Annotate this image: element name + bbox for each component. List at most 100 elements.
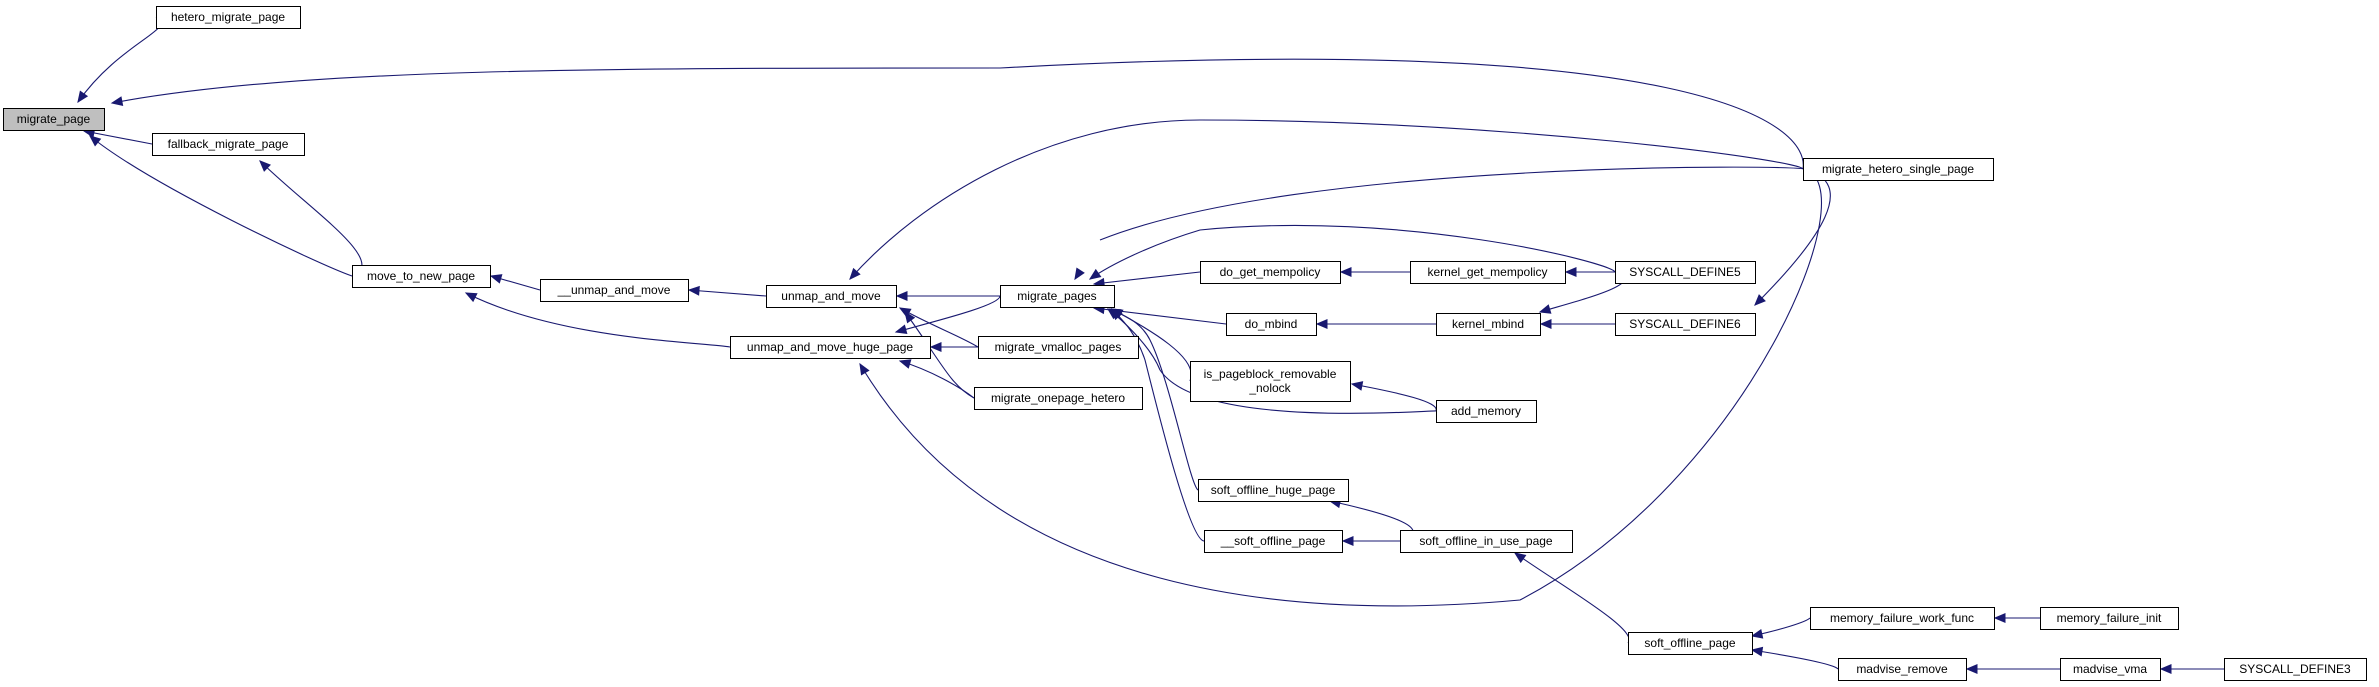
function-node[interactable]: memory_failure_init xyxy=(2040,607,2179,630)
function-node[interactable]: do_mbind xyxy=(1226,313,1317,336)
call-edge xyxy=(89,135,353,277)
arrowhead-icon xyxy=(859,362,870,376)
arrowhead-icon xyxy=(687,285,700,296)
function-node-label: do_get_mempolicy xyxy=(1220,265,1321,279)
function-node-label: SYSCALL_DEFINE3 xyxy=(2239,662,2351,676)
function-node[interactable]: hetero_migrate_page xyxy=(156,6,301,29)
function-node[interactable]: soft_offline_page xyxy=(1628,632,1753,655)
function-node[interactable]: madvise_vma xyxy=(2060,658,2161,681)
function-node-label: soft_offline_huge_page xyxy=(1211,483,1336,497)
function-node-box xyxy=(2224,658,2367,681)
arrowhead-icon xyxy=(1539,319,1552,329)
function-node-box xyxy=(1410,261,1566,284)
arrowhead-icon xyxy=(895,291,908,301)
function-node-label: _nolock xyxy=(1248,381,1291,395)
call-edge xyxy=(77,16,163,103)
function-node-box xyxy=(1204,530,1343,553)
call-edge xyxy=(465,292,731,348)
function-node-box xyxy=(1190,361,1351,402)
function-node-label: __soft_offline_page xyxy=(1220,534,1326,548)
function-node[interactable]: migrate_hetero_single_page xyxy=(1803,158,1994,181)
function-node-box xyxy=(1838,658,1967,681)
function-node-box xyxy=(352,265,491,288)
arrowhead-icon xyxy=(904,310,916,324)
function-node-label: SYSCALL_DEFINE6 xyxy=(1629,317,1741,331)
call-edges xyxy=(77,16,2224,674)
function-node[interactable]: move_to_new_page xyxy=(352,265,491,288)
function-node[interactable]: unmap_and_move_huge_page xyxy=(730,336,931,359)
arrowhead-icon xyxy=(464,292,478,303)
function-node[interactable]: unmap_and_move xyxy=(766,285,897,308)
function-node-box xyxy=(3,108,105,131)
arrowhead-icon xyxy=(259,160,271,172)
function-node[interactable]: migrate_onepage_hetero xyxy=(974,387,1143,410)
function-node-box xyxy=(978,336,1139,359)
function-node-label: migrate_pages xyxy=(1017,289,1096,303)
function-node[interactable]: do_get_mempolicy xyxy=(1200,261,1341,284)
function-node-box xyxy=(540,279,689,302)
function-node[interactable]: migrate_vmalloc_pages xyxy=(978,336,1139,359)
function-node[interactable]: memory_failure_work_func xyxy=(1810,607,1995,630)
function-node-box xyxy=(1628,632,1753,655)
function-node[interactable]: kernel_get_mempolicy xyxy=(1410,261,1566,284)
function-node-box xyxy=(730,336,931,359)
arrowhead-icon xyxy=(1754,294,1766,306)
call-edge xyxy=(1111,308,1205,542)
call-edge xyxy=(1351,383,1437,412)
arrowhead-icon xyxy=(1993,613,2006,623)
function-node[interactable]: add_memory xyxy=(1436,400,1537,423)
function-node[interactable]: __unmap_and_move xyxy=(540,279,689,302)
arrowhead-icon xyxy=(1513,552,1527,564)
arrowhead-icon xyxy=(894,324,908,335)
call-edge xyxy=(83,130,153,145)
function-node[interactable]: is_pageblock_removable_nolock xyxy=(1190,361,1351,402)
function-node-label: SYSCALL_DEFINE5 xyxy=(1629,265,1741,279)
arrowhead-icon xyxy=(2159,664,2172,674)
function-node-label: memory_failure_work_func xyxy=(1830,611,1974,625)
call-edge xyxy=(1514,552,1630,644)
arrowhead-icon xyxy=(1341,536,1354,546)
function-node-label: migrate_vmalloc_pages xyxy=(995,340,1122,354)
call-edge xyxy=(899,360,975,399)
call-edge xyxy=(859,168,1823,607)
function-node[interactable]: migrate_pages xyxy=(1000,285,1115,308)
function-node-label: do_mbind xyxy=(1245,317,1298,331)
function-node[interactable]: SYSCALL_DEFINE5 xyxy=(1615,261,1756,284)
function-node-label: kernel_get_mempolicy xyxy=(1427,265,1547,279)
arrowhead-icon xyxy=(88,135,102,147)
arrowhead-icon xyxy=(849,267,861,280)
function-node[interactable]: soft_offline_in_use_page xyxy=(1400,530,1573,553)
arrowhead-icon xyxy=(1750,628,1764,639)
arrowhead-icon xyxy=(1564,267,1577,277)
function-node-label: madvise_remove xyxy=(1856,662,1948,676)
call-edge xyxy=(111,58,1804,170)
function-node-box xyxy=(152,133,305,156)
function-node[interactable]: fallback_migrate_page xyxy=(152,133,305,156)
function-node-box xyxy=(1200,261,1341,284)
function-node[interactable]: soft_offline_huge_page xyxy=(1198,479,1349,502)
function-node-box xyxy=(766,285,897,308)
arrowhead-icon xyxy=(1315,319,1328,329)
function-node-label: kernel_mbind xyxy=(1452,317,1524,331)
function-node-label: migrate_hetero_single_page xyxy=(1822,162,1974,176)
call-nodes: migrate_page hetero_migrate_page fallback_… xyxy=(3,6,2367,681)
function-node-box xyxy=(1803,158,1994,181)
function-node-box xyxy=(2040,607,2179,630)
call-edge xyxy=(895,295,1001,333)
arrowhead-icon xyxy=(1750,646,1764,657)
function-node-box xyxy=(1436,400,1537,423)
function-node-box xyxy=(1198,479,1349,502)
function-node[interactable]: SYSCALL_DEFINE6 xyxy=(1615,313,1756,336)
function-node-label: migrate_page xyxy=(17,112,91,126)
function-node-box xyxy=(1615,313,1756,336)
function-node-label: migrate_onepage_hetero xyxy=(991,391,1125,405)
function-node[interactable]: SYSCALL_DEFINE3 xyxy=(2224,658,2367,681)
function-node[interactable]: __soft_offline_page xyxy=(1204,530,1343,553)
function-node-label: is_pageblock_removable xyxy=(1204,367,1337,381)
function-node[interactable]: madvise_remove xyxy=(1838,658,1967,681)
call-edge xyxy=(849,119,1804,280)
function-node[interactable]: kernel_mbind xyxy=(1436,313,1541,336)
function-node[interactable]: migrate_page xyxy=(3,108,105,131)
arrowhead-icon xyxy=(1339,267,1352,277)
